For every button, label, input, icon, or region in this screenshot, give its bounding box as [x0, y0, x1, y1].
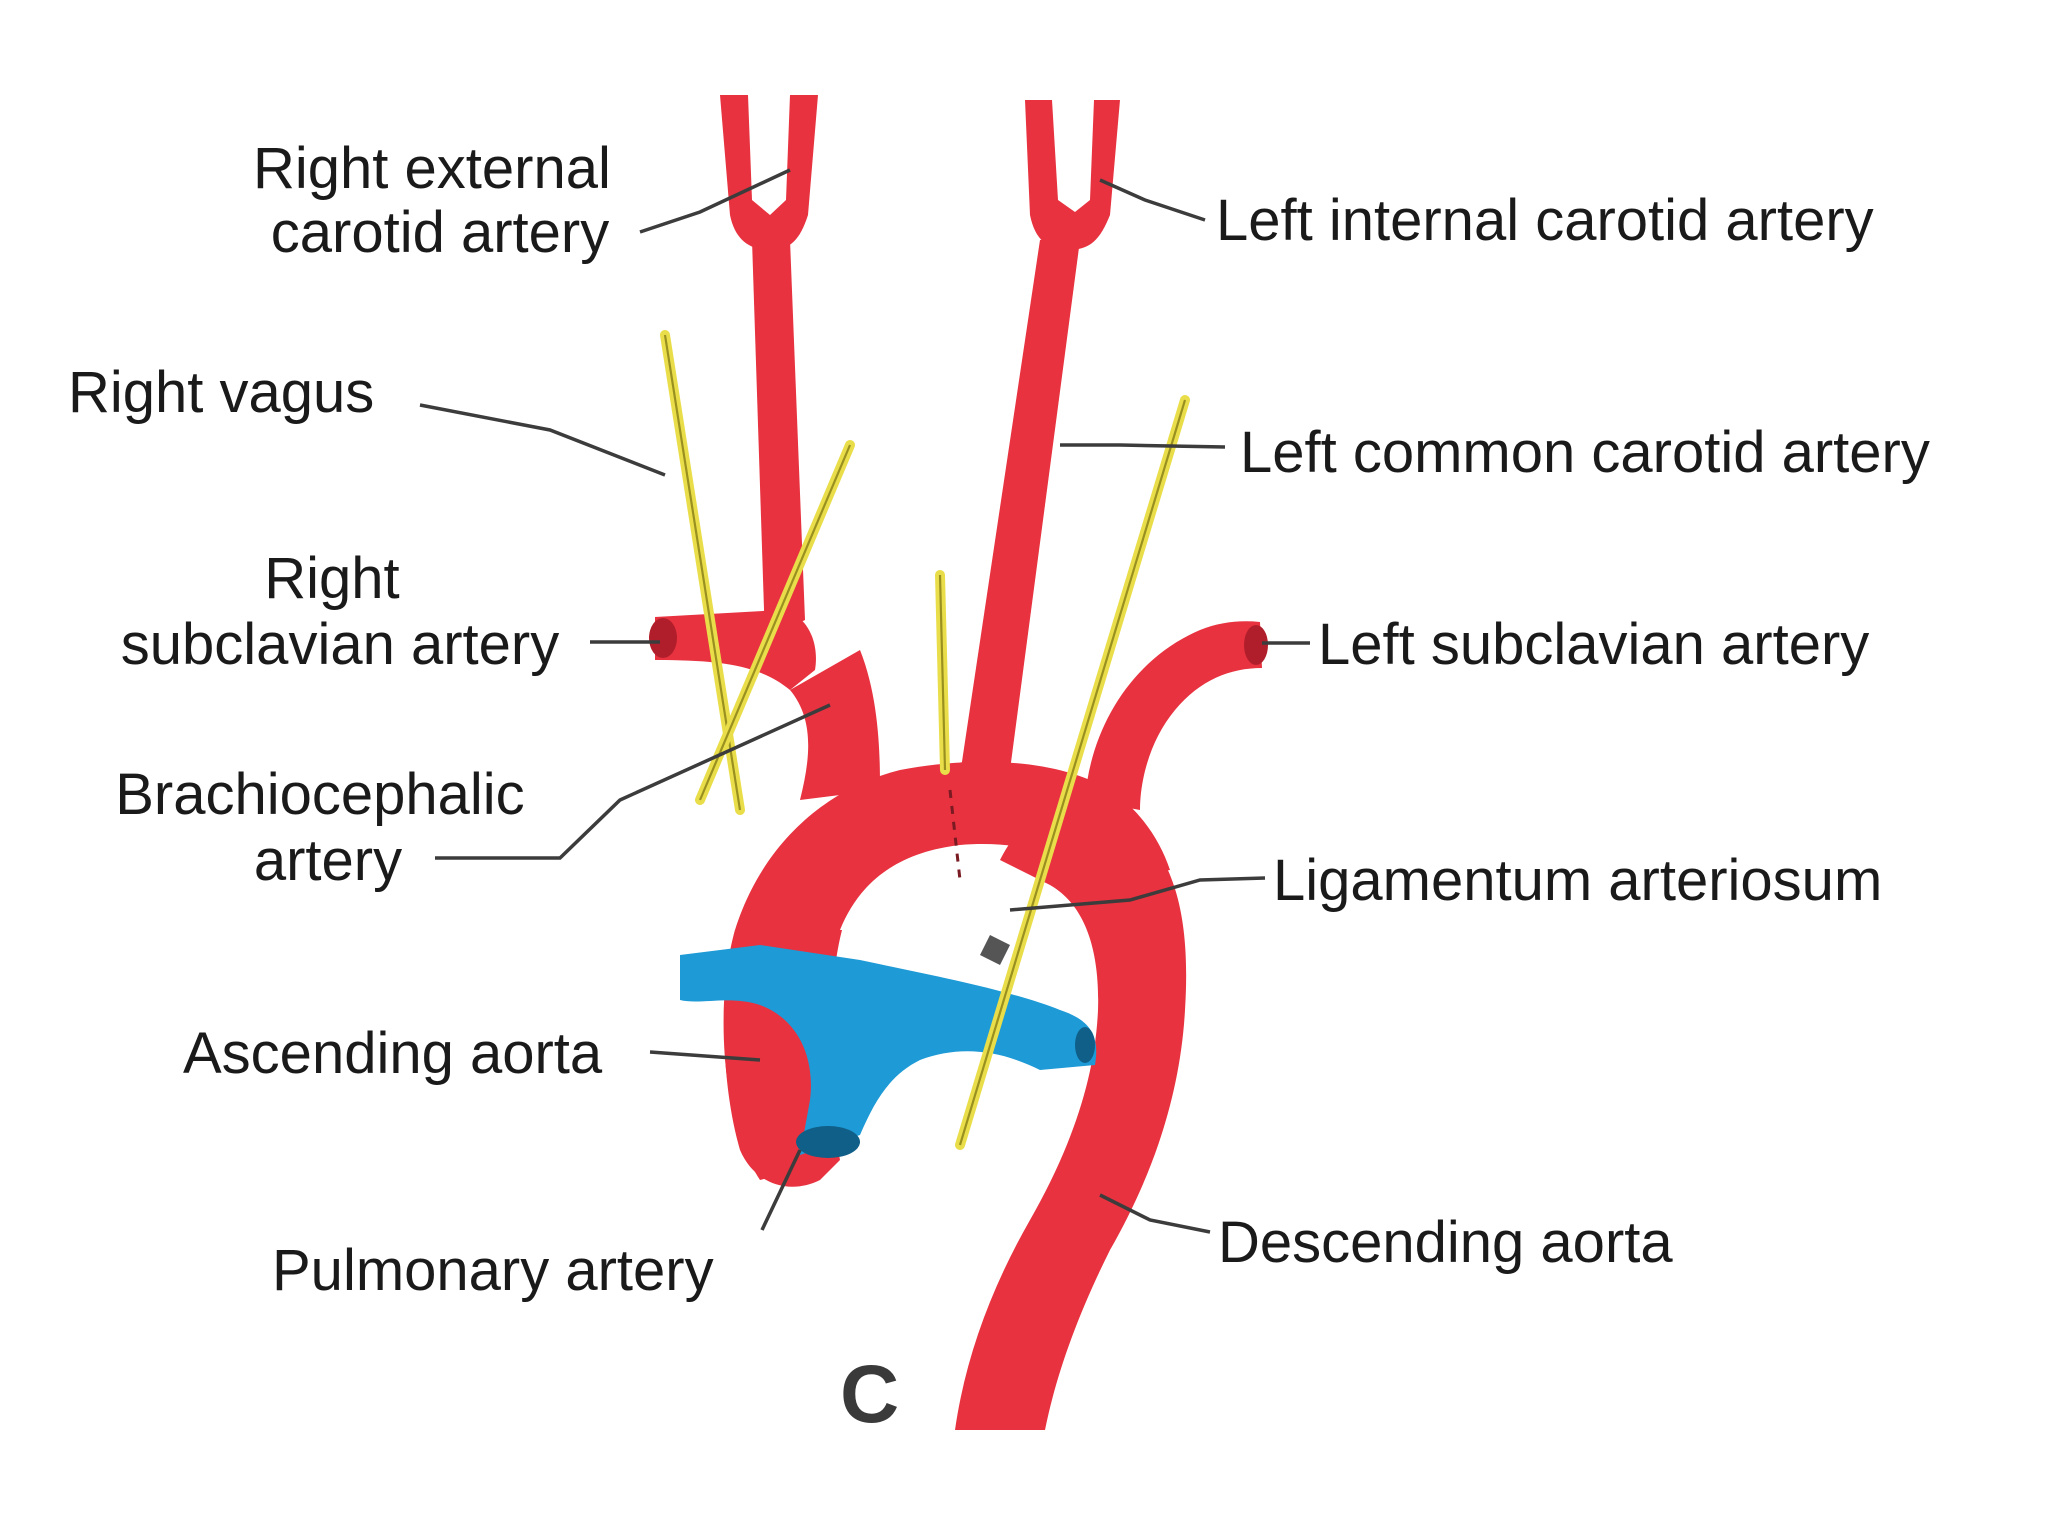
- label-ascending-aorta: Ascending aorta: [183, 1021, 603, 1086]
- leader-left-common-carotid: [1060, 443, 1226, 449]
- label-descending-aorta: Descending aorta: [1218, 1210, 1673, 1275]
- left-subclavian-cut: [1244, 625, 1268, 665]
- leader-lines: [419, 168, 1310, 1234]
- left-common-carotid: [960, 240, 1080, 775]
- pulmonary-artery: [680, 945, 1097, 1155]
- descending-aorta: [955, 803, 1187, 1430]
- aortic-arch: [723, 761, 1170, 1180]
- leader-ligamentum-arteriosum: [1009, 876, 1266, 912]
- labels: Right external carotid artery Left inter…: [68, 136, 1930, 1440]
- label-left-internal-carotid: Left internal carotid artery: [1216, 188, 1874, 253]
- nerves: [660, 330, 1190, 1150]
- right-subclavian-cut: [649, 618, 677, 658]
- leader-left-internal-carotid: [1099, 178, 1206, 222]
- label-brachiocephalic-line1: Brachiocephalic: [115, 762, 524, 827]
- label-right-external-carotid-line1: Right external: [253, 136, 611, 201]
- label-left-subclavian: Left subclavian artery: [1318, 612, 1869, 677]
- label-right-external-carotid: Right external carotid artery: [253, 136, 627, 265]
- pulmonary-artery-right-cut: [1075, 1027, 1095, 1063]
- right-cardiac-nerve-stripe: [698, 444, 852, 801]
- leader-right-external-carotid: [639, 168, 791, 234]
- label-right-subclavian-line1: Right: [264, 546, 399, 611]
- leader-pulmonary-artery: [760, 1149, 802, 1231]
- panel-letter: C: [840, 1349, 899, 1440]
- label-brachiocephalic-line2: artery: [254, 828, 402, 893]
- label-right-subclavian: Right subclavian artery: [121, 546, 559, 677]
- leader-ascending-aorta: [649, 1050, 761, 1062]
- left-cardiac-nerve-stripe: [938, 574, 947, 771]
- label-pulmonary-artery: Pulmonary artery: [272, 1238, 714, 1303]
- right-carotid-bifurcation: [720, 95, 818, 250]
- left-vagus-nerve-stripe: [958, 399, 1187, 1146]
- label-right-subclavian-line2: subclavian artery: [121, 612, 559, 677]
- leader-brachiocephalic: [435, 703, 831, 860]
- vessels: [649, 95, 1268, 1430]
- label-right-vagus: Right vagus: [68, 360, 374, 425]
- label-right-external-carotid-line2: carotid artery: [271, 200, 609, 265]
- ligamentum-arteriosum: [980, 935, 1010, 965]
- label-ligamentum-arteriosum: Ligamentum arteriosum: [1273, 848, 1882, 913]
- leader-right-vagus: [419, 403, 666, 477]
- right-common-carotid: [752, 240, 805, 640]
- label-brachiocephalic: Brachiocephalic artery: [115, 762, 541, 893]
- left-carotid-bifurcation: [1025, 100, 1120, 250]
- label-left-common-carotid: Left common carotid artery: [1240, 420, 1930, 485]
- pulmonary-artery-cut: [796, 1126, 860, 1158]
- brachiocephalic-artery: [790, 650, 880, 800]
- leader-descending-aorta: [1099, 1193, 1211, 1234]
- left-subclavian-artery: [1085, 621, 1262, 810]
